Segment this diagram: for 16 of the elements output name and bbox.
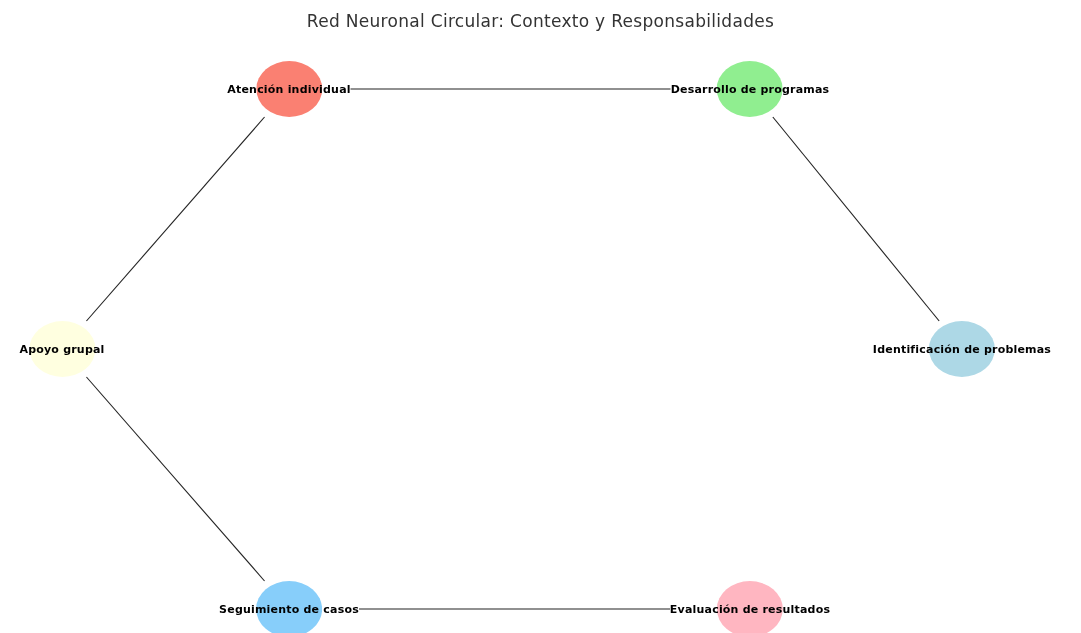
node	[19, 321, 105, 377]
node-label: Desarrollo de programas	[670, 82, 830, 96]
node	[670, 61, 830, 117]
node-label: Evaluación de resultados	[669, 602, 831, 616]
diagram-title: Red Neuronal Circular: Contexto y Responsabilidades	[305, 11, 776, 31]
node	[669, 581, 831, 633]
connector-line	[85, 116, 266, 322]
node	[219, 581, 359, 633]
connector-line	[772, 116, 940, 322]
node-label: Seguimiento de casos	[219, 602, 359, 616]
node	[872, 321, 1052, 377]
node-label: Identificación de problemas	[872, 342, 1052, 356]
connector-line	[358, 608, 671, 610]
connector-line	[85, 376, 266, 582]
connector-line	[349, 88, 672, 90]
node-label: Apoyo grupal	[19, 342, 105, 356]
